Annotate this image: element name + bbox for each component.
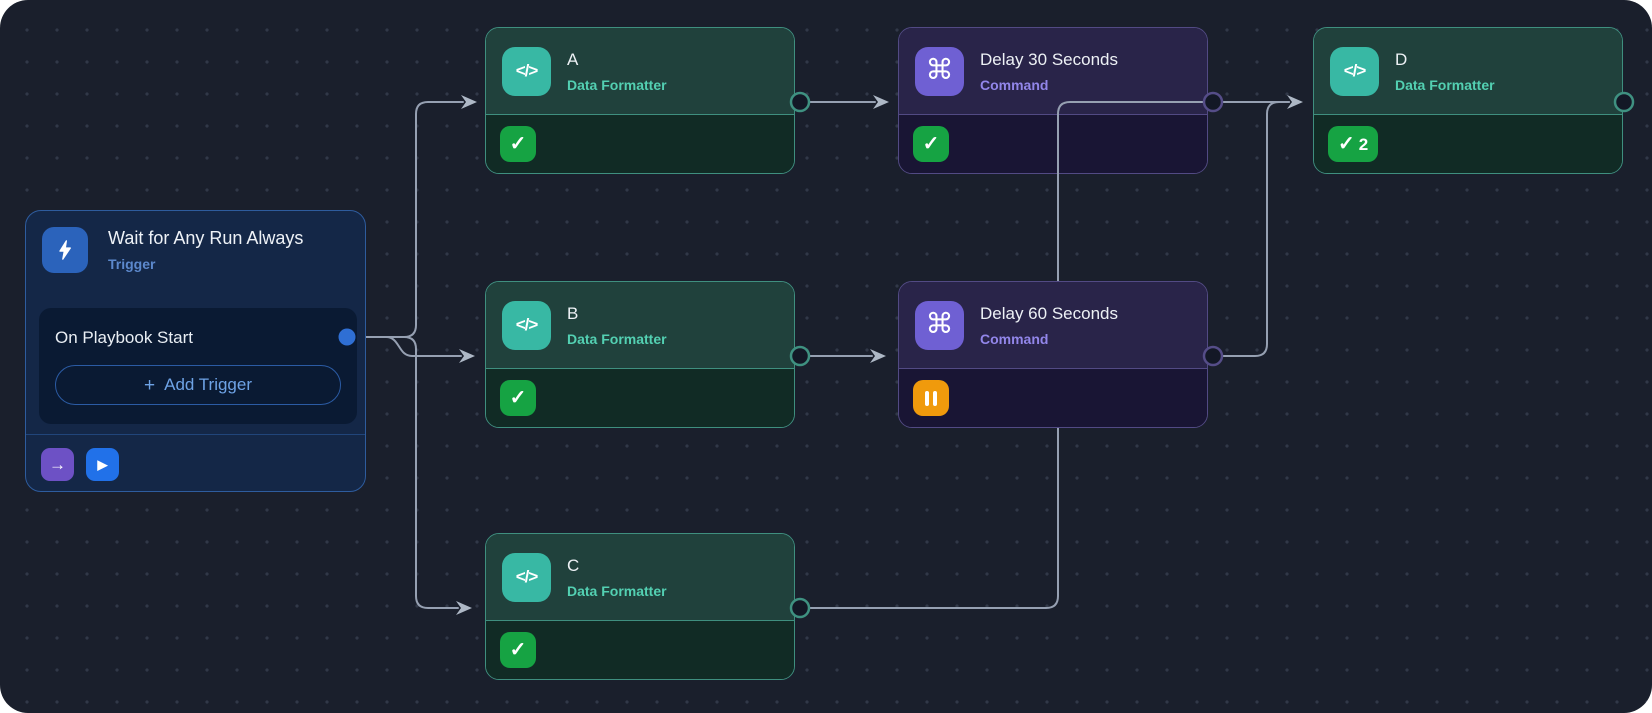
node-delay30[interactable]: ⌘ Delay 30 Seconds Command ✓ (898, 27, 1208, 174)
node-delay30-header: ⌘ Delay 30 Seconds Command (899, 28, 1207, 114)
node-delay60-title: Delay 60 Seconds (980, 303, 1118, 323)
trigger-title: Wait for Any Run Always (108, 228, 304, 248)
node-b-footer: ✓ (486, 368, 794, 427)
arrowhead-b-input (459, 349, 475, 363)
success-count: 2 (1358, 134, 1369, 154)
node-b-header: </> B Data Formatter (486, 282, 794, 368)
trigger-event-label: On Playbook Start (55, 328, 193, 347)
node-a-footer: ✓ (486, 114, 794, 173)
node-d-title: D (1395, 49, 1408, 69)
node-delay30-type-label: Command (980, 76, 1049, 93)
node-c-footer: ✓ (486, 620, 794, 679)
node-delay30-footer: ✓ (899, 114, 1207, 173)
node-delay60-type-label: Command (980, 330, 1049, 347)
node-delay60-header: ⌘ Delay 60 Seconds Command (899, 282, 1207, 368)
arrowhead-c-input (456, 601, 472, 615)
node-c-title: C (567, 555, 580, 575)
node-d-footer: ✓ 2 (1314, 114, 1622, 173)
node-b-title: B (567, 303, 579, 323)
command-icon: ⌘ (915, 300, 964, 350)
success-badge[interactable]: ✓ (500, 380, 536, 417)
node-d-header: </> D Data Formatter (1314, 28, 1622, 114)
arrow-right-icon: → (49, 454, 66, 474)
paused-badge[interactable] (913, 380, 949, 417)
node-trigger[interactable]: Wait for Any Run Always Trigger On Playb… (25, 210, 366, 492)
check-icon: ✓ (509, 133, 527, 156)
node-c[interactable]: </> C Data Formatter ✓ (485, 533, 795, 680)
jump-to-connected-button[interactable]: → (41, 447, 74, 481)
node-b-type-label: Data Formatter (567, 330, 667, 347)
code-icon: </> (1330, 46, 1379, 96)
pause-icon (925, 390, 937, 406)
check-icon: ✓ (509, 387, 527, 410)
success-badge[interactable]: ✓ (500, 632, 536, 669)
trigger-type-label: Trigger (108, 256, 156, 272)
node-d-type-label: Data Formatter (1395, 76, 1495, 93)
trigger-event-card[interactable]: On Playbook Start + Add Trigger (39, 308, 357, 424)
node-a[interactable]: </> A Data Formatter ✓ (485, 27, 795, 174)
node-c-header: </> C Data Formatter (486, 534, 794, 620)
arrowhead-a-input (461, 95, 477, 109)
command-icon: ⌘ (915, 46, 964, 96)
node-a-title: A (567, 49, 579, 69)
success-count-badge[interactable]: ✓ 2 (1328, 126, 1379, 163)
code-icon: </> (502, 300, 551, 350)
success-badge[interactable]: ✓ (913, 126, 949, 163)
arrowhead-d-input (1287, 95, 1303, 109)
code-icon: </> (502, 552, 551, 602)
check-icon: ✓ (922, 133, 940, 156)
trigger-header: Wait for Any Run Always Trigger (26, 211, 365, 273)
arrowhead-delay30-input (873, 95, 889, 109)
add-trigger-button[interactable]: + Add Trigger (55, 365, 341, 405)
check-icon: ✓ (509, 639, 527, 662)
node-delay30-title: Delay 30 Seconds (980, 49, 1118, 69)
node-c-type-label: Data Formatter (567, 582, 667, 599)
node-a-type-label: Data Formatter (567, 76, 667, 93)
node-b[interactable]: </> B Data Formatter ✓ (485, 281, 795, 428)
node-delay60-footer (899, 368, 1207, 427)
node-a-header: </> A Data Formatter (486, 28, 794, 114)
trigger-footer: → ▶ (26, 434, 365, 491)
add-trigger-label: Add Trigger (164, 375, 252, 394)
lightning-icon (42, 227, 88, 273)
edge-delay60-to-d (1213, 101, 1290, 357)
play-icon: ▶ (97, 456, 108, 472)
run-button[interactable]: ▶ (86, 447, 119, 481)
plus-icon: + (144, 374, 156, 396)
node-delay60[interactable]: ⌘ Delay 60 Seconds Command (898, 281, 1208, 428)
arrowhead-delay60-input (870, 349, 886, 363)
node-d[interactable]: </> D Data Formatter ✓ 2 (1313, 27, 1623, 174)
success-badge[interactable]: ✓ (500, 126, 536, 163)
code-icon: </> (502, 46, 551, 96)
check-icon: ✓ (1338, 133, 1355, 156)
